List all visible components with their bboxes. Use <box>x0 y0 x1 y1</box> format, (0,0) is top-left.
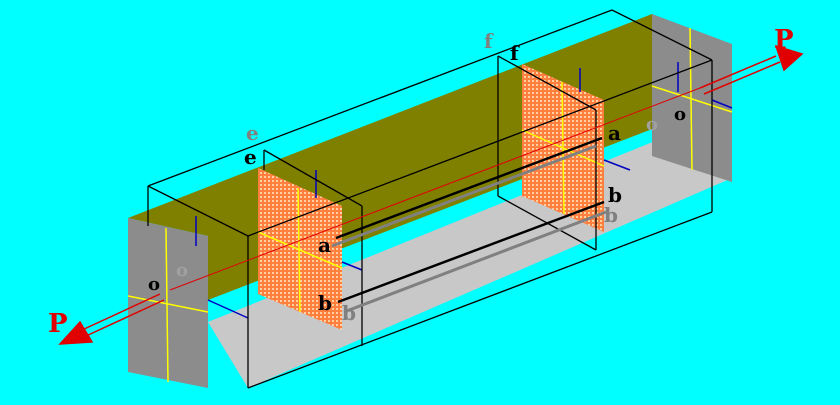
center-label-o-right-deformed: o <box>646 114 658 135</box>
point-label-b-right: b <box>608 183 622 207</box>
force-arrow-right <box>699 44 804 95</box>
force-label-right: P <box>774 25 794 55</box>
bar-axis-line <box>169 87 701 291</box>
force-label-left: P <box>48 309 68 339</box>
bar-wireframe <box>147 9 713 389</box>
point-label-a-right: a <box>608 121 621 145</box>
center-label-o-right: o <box>674 104 686 125</box>
section-label-e-original: e <box>246 121 259 145</box>
force-arrow-left <box>58 293 165 345</box>
point-label-b-right-deformed: b <box>604 203 618 227</box>
center-label-o-left-deformed: o <box>176 260 188 281</box>
section-label-e: e <box>244 145 257 169</box>
section-label-f: f <box>510 41 520 65</box>
point-label-b-left: b <box>318 291 332 315</box>
deformed-fibers <box>331 144 607 314</box>
point-label-b-left-deformed: b <box>342 301 356 325</box>
center-label-o-left: o <box>148 274 160 295</box>
centerlines <box>127 27 733 383</box>
section-label-f-original: f <box>484 29 494 53</box>
point-label-a-left: a <box>318 233 331 257</box>
hidden-axes <box>195 62 733 319</box>
left-end-face <box>128 218 208 388</box>
original-fibers <box>335 136 605 304</box>
